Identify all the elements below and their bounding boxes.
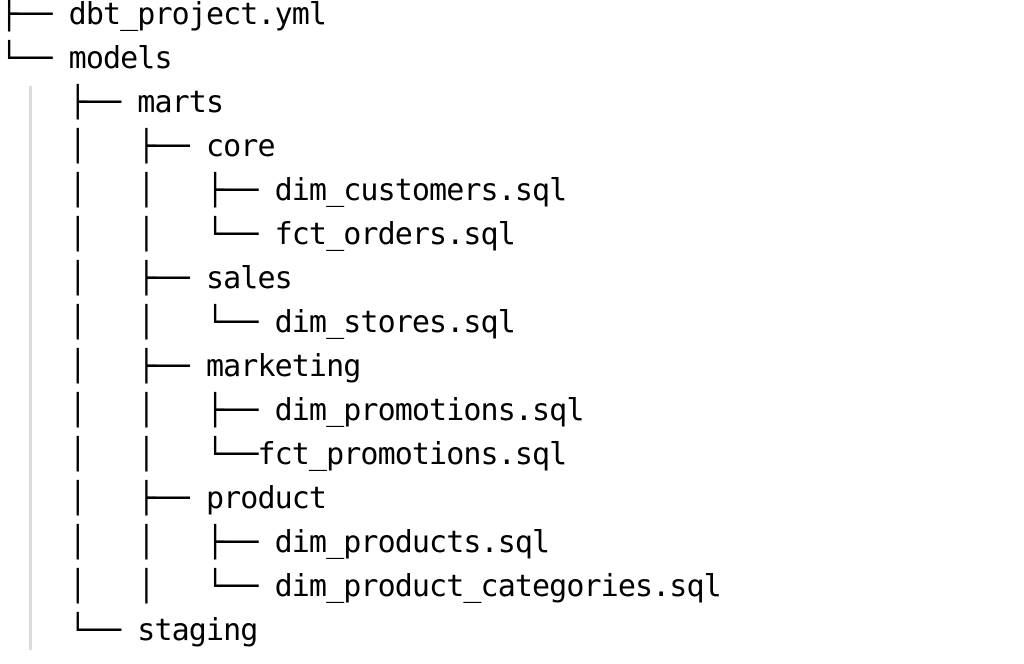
tree-row[interactable]: │ │ ├── dim_promotions.sql	[0, 389, 721, 433]
tree-branch-glyphs: │ │ └──	[0, 569, 275, 604]
tree-row[interactable]: │ ├── sales	[0, 257, 721, 301]
indent-guide-rule	[29, 86, 32, 650]
tree-row[interactable]: │ ├── marketing	[0, 345, 721, 389]
tree-node-name[interactable]: marketing	[205, 349, 361, 384]
tree-row[interactable]: │ ├── core	[0, 125, 721, 169]
tree-row[interactable]: │ │ ├── dim_customers.sql	[0, 169, 721, 213]
tree-node-name[interactable]: fct_orders.sql	[274, 217, 516, 252]
tree-row[interactable]: ├── dbt_project.yml	[0, 0, 721, 37]
directory-tree-listing: ├── dbt_project.yml└── models ├── marts …	[0, 0, 722, 653]
tree-branch-glyphs: │ │ ├──	[0, 393, 275, 428]
tree-row[interactable]: │ │ └──fct_promotions.sql	[0, 433, 721, 477]
tree-node-name[interactable]: core	[205, 129, 276, 164]
tree-node-name[interactable]: dim_product_categories.sql	[274, 569, 722, 604]
tree-row[interactable]: │ │ └── fct_orders.sql	[0, 213, 721, 257]
tree-row[interactable]: └── staging	[0, 609, 721, 653]
tree-node-name[interactable]: fct_promotions.sql	[257, 437, 567, 472]
tree-node-name[interactable]: product	[205, 481, 327, 516]
tree-branch-glyphs: │ ├──	[0, 349, 206, 384]
tree-branch-glyphs: └──	[0, 41, 69, 76]
tree-branch-glyphs: │ │ └──	[0, 305, 275, 340]
tree-branch-glyphs: │ ├──	[0, 129, 206, 164]
tree-branch-glyphs: │ ├──	[0, 261, 206, 296]
tree-node-name[interactable]: dim_promotions.sql	[274, 393, 585, 428]
tree-row[interactable]: │ │ └── dim_product_categories.sql	[0, 565, 722, 609]
tree-branch-glyphs: │ │ ├──	[0, 525, 275, 560]
tree-node-name[interactable]: models	[68, 41, 173, 76]
tree-branch-glyphs: │ │ └──	[0, 437, 259, 472]
tree-branch-glyphs: │ │ ├──	[0, 173, 275, 208]
tree-node-name[interactable]: dim_products.sql	[274, 525, 550, 560]
tree-branch-glyphs: ├──	[0, 0, 69, 32]
tree-row[interactable]: └── models	[0, 37, 721, 81]
tree-row[interactable]: │ │ └── dim_stores.sql	[0, 301, 721, 345]
tree-node-name[interactable]: sales	[205, 261, 293, 296]
tree-row[interactable]: │ ├── product	[0, 477, 721, 521]
tree-branch-glyphs: │ ├──	[0, 481, 206, 516]
tree-node-name[interactable]: staging	[137, 613, 258, 648]
tree-branch-glyphs: └──	[0, 613, 138, 648]
tree-row[interactable]: ├── marts	[0, 81, 721, 125]
tree-branch-glyphs: ├──	[0, 85, 138, 120]
tree-node-name[interactable]: dim_stores.sql	[274, 305, 516, 340]
tree-node-name[interactable]: marts	[137, 85, 224, 120]
tree-node-name[interactable]: dim_customers.sql	[274, 173, 568, 208]
tree-node-name[interactable]: dbt_project.yml	[68, 0, 327, 32]
tree-row[interactable]: │ │ ├── dim_products.sql	[0, 521, 721, 565]
tree-branch-glyphs: │ │ └──	[0, 217, 275, 252]
